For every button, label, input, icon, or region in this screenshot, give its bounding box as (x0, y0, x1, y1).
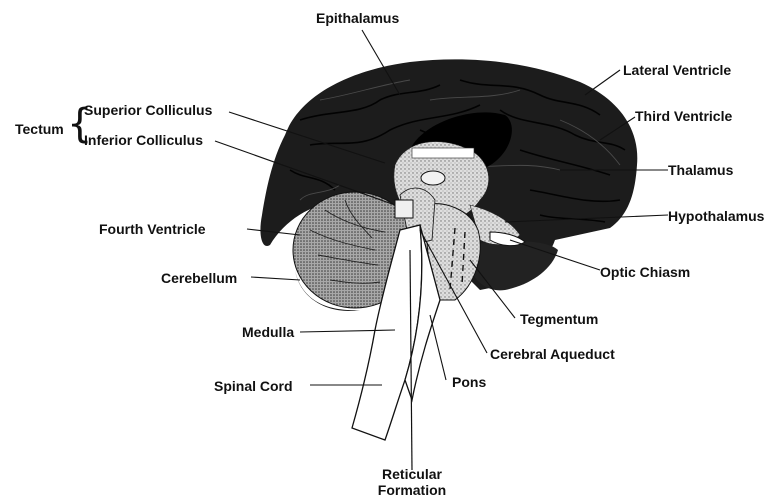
temporal-lobe (470, 241, 558, 290)
label-fourth-ventricle: Fourth Ventricle (99, 221, 206, 237)
label-cerebral-aqueduct: Cerebral Aqueduct (490, 346, 615, 362)
label-thalamus: Thalamus (668, 162, 733, 178)
label-pons: Pons (452, 374, 486, 390)
label-epithalamus: Epithalamus (316, 10, 399, 26)
label-tegmentum: Tegmentum (520, 311, 598, 327)
label-lateral-ventricle: Lateral Ventricle (623, 62, 731, 78)
label-inferior-colliculus: Inferior Colliculus (84, 132, 203, 148)
label-tectum: Tectum (15, 121, 64, 137)
label-optic-chiasm: Optic Chiasm (600, 264, 690, 280)
third-ventricle-shape (412, 148, 474, 158)
label-cerebellum: Cerebellum (161, 270, 237, 286)
label-third-ventricle: Third Ventricle (635, 108, 732, 124)
epithalamus-body (421, 171, 445, 185)
tectum-marker (395, 200, 413, 218)
label-spinal-cord: Spinal Cord (214, 378, 293, 394)
label-hypothalamus: Hypothalamus (668, 208, 764, 224)
label-reticular-formation-line2: Formation (372, 482, 452, 498)
label-medulla: Medulla (242, 324, 294, 340)
label-reticular-formation-line1: Reticular (372, 466, 452, 482)
label-reticular-formation: Reticular Formation (372, 466, 452, 498)
label-superior-colliculus: Superior Colliculus (84, 102, 212, 118)
